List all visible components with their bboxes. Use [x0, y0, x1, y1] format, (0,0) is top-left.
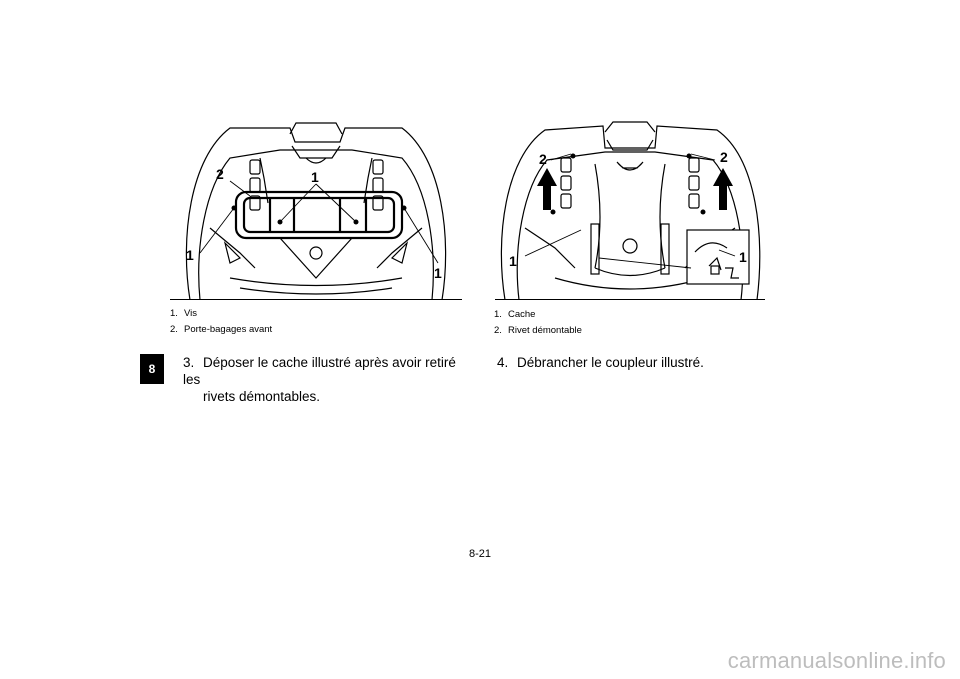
page-number: 8-21: [468, 548, 492, 560]
arrow-up-icon-right: [713, 168, 733, 210]
callout-coupler: 1: [739, 249, 747, 265]
caption-left: 1.Vis 2.Porte-bagages avant: [170, 306, 272, 338]
figure-divider: [495, 299, 765, 300]
chapter-tab: 8: [140, 354, 164, 384]
watermark: carmanualsonline.info: [727, 648, 946, 673]
caption-item: 1.Vis: [170, 308, 198, 319]
leader-lines: [199, 180, 439, 264]
direction-arrows: [537, 168, 733, 210]
front-rack-illustration: 2 1 1 1: [185, 122, 447, 300]
screw-points: [231, 205, 407, 225]
instruction-step-4: 4.Débrancher le coupleur illustré.: [497, 355, 704, 370]
callout-rivet-left: 2: [539, 151, 547, 167]
leader-lines: [524, 153, 736, 269]
caption-item: 2.Rivet démontable: [494, 325, 582, 336]
callout-rack: 2: [216, 166, 224, 182]
callout-screw-right: 1: [434, 265, 442, 281]
callout-screw-left: 1: [186, 247, 194, 263]
cover-removal-illustration: 2 2 1 1: [500, 121, 761, 300]
instruction-step-3: 3.Déposer le cache illustré après avoir …: [183, 355, 456, 404]
callout-cover: 1: [509, 253, 517, 269]
coupler-inset: [686, 229, 750, 285]
callout-screw-top: 1: [311, 169, 319, 185]
atv-front-body: [185, 122, 447, 300]
caption-right: 1.Cache 2.Rivet démontable: [494, 307, 582, 339]
figure-divider: [170, 299, 462, 300]
rivet-points: [550, 153, 706, 215]
caption-item: 1.Cache: [494, 309, 536, 320]
arrow-up-icon-left: [537, 168, 557, 210]
callout-rivet-right: 2: [720, 149, 728, 165]
front-rack: [234, 190, 404, 240]
caption-item: 2.Porte-bagages avant: [170, 324, 273, 335]
